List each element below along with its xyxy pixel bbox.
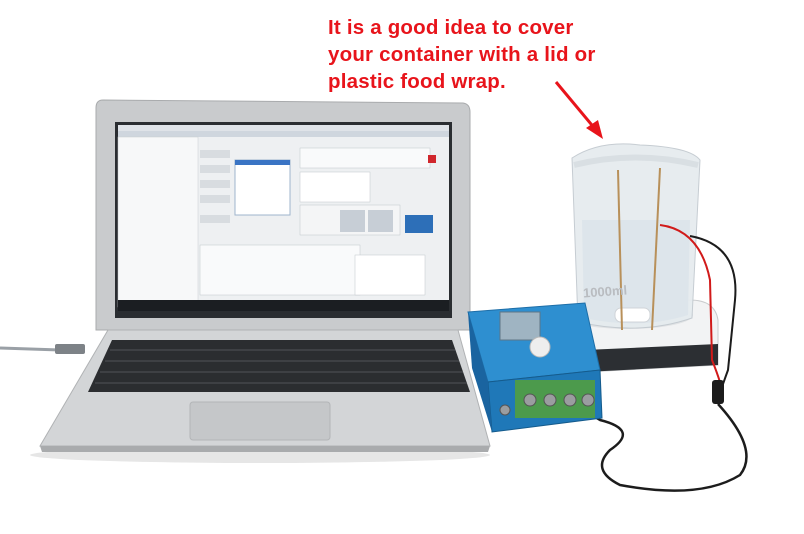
annotation-line-3: plastic food wrap. — [328, 70, 506, 93]
datalogger — [467, 302, 603, 433]
laptop — [39, 99, 491, 452]
usb-plug — [55, 344, 85, 354]
taskbar — [118, 300, 449, 311]
sensor-cable — [574, 403, 748, 492]
control-knob — [529, 336, 551, 358]
annotation-arrow — [554, 81, 603, 139]
stir-bar — [614, 307, 651, 323]
lcd-display — [499, 311, 541, 341]
annotation-line-2: your container with a lid or — [328, 43, 596, 66]
usb-cable — [0, 346, 61, 352]
annotation-text: It is a good idea to cover your containe… — [328, 14, 596, 95]
laptop-screen — [117, 125, 449, 311]
annotation-line-1: It is a good idea to cover — [328, 16, 574, 39]
touchpad — [189, 401, 331, 441]
keyboard — [88, 340, 470, 392]
beaker-volume-mark: 1000ml — [582, 282, 628, 301]
beaker — [571, 143, 701, 331]
plastic-wrap-lid — [573, 154, 699, 168]
